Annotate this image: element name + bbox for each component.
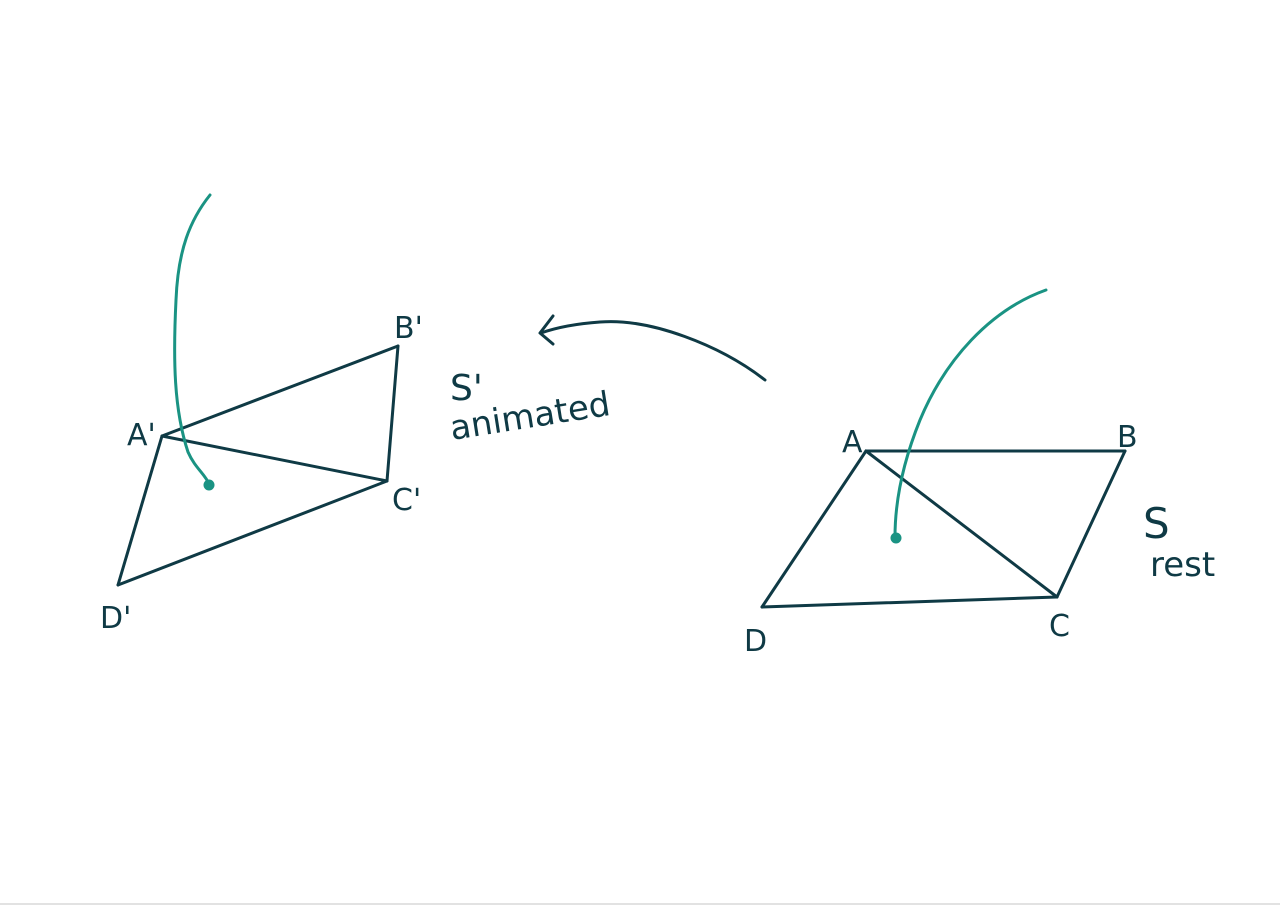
right-vertex-b-label: B [1117, 420, 1138, 455]
right-vertex-d-label: D [744, 624, 767, 659]
left-diagonal-ac [160, 434, 389, 483]
right-vertex-a-label: A [842, 425, 863, 460]
right-figure-name: S [1143, 499, 1170, 548]
right-edge-cd [760, 595, 1059, 609]
right-edge-da [760, 449, 868, 609]
right-diagonal-ac [864, 449, 1059, 599]
right-vertex-c-label: C [1049, 609, 1070, 644]
left-bone-curve [173, 193, 212, 486]
right-figure: A B C D S rest [744, 288, 1215, 659]
left-vertex-d-label: D' [100, 601, 131, 636]
left-figure: A' B' C' D' S' animated [100, 193, 613, 636]
arrow-head [538, 314, 555, 346]
transform-arrow [538, 314, 767, 382]
bottom-divider [0, 903, 1280, 905]
right-figure-caption: rest [1150, 545, 1215, 585]
left-edge-bc [385, 344, 400, 483]
right-bone-joint [890, 532, 902, 544]
left-edge-cd [116, 479, 389, 587]
arrow-curve [539, 320, 767, 382]
right-bone-curve [893, 288, 1048, 539]
left-vertex-a-label: A' [127, 418, 156, 453]
left-vertex-b-label: B' [394, 311, 423, 346]
left-edge-da [116, 434, 164, 587]
left-vertex-c-label: C' [392, 483, 421, 518]
left-bone-joint [203, 479, 215, 491]
left-edge-ab [160, 344, 400, 438]
right-edge-bc [1055, 449, 1127, 599]
left-figure-name: S' [450, 368, 483, 409]
